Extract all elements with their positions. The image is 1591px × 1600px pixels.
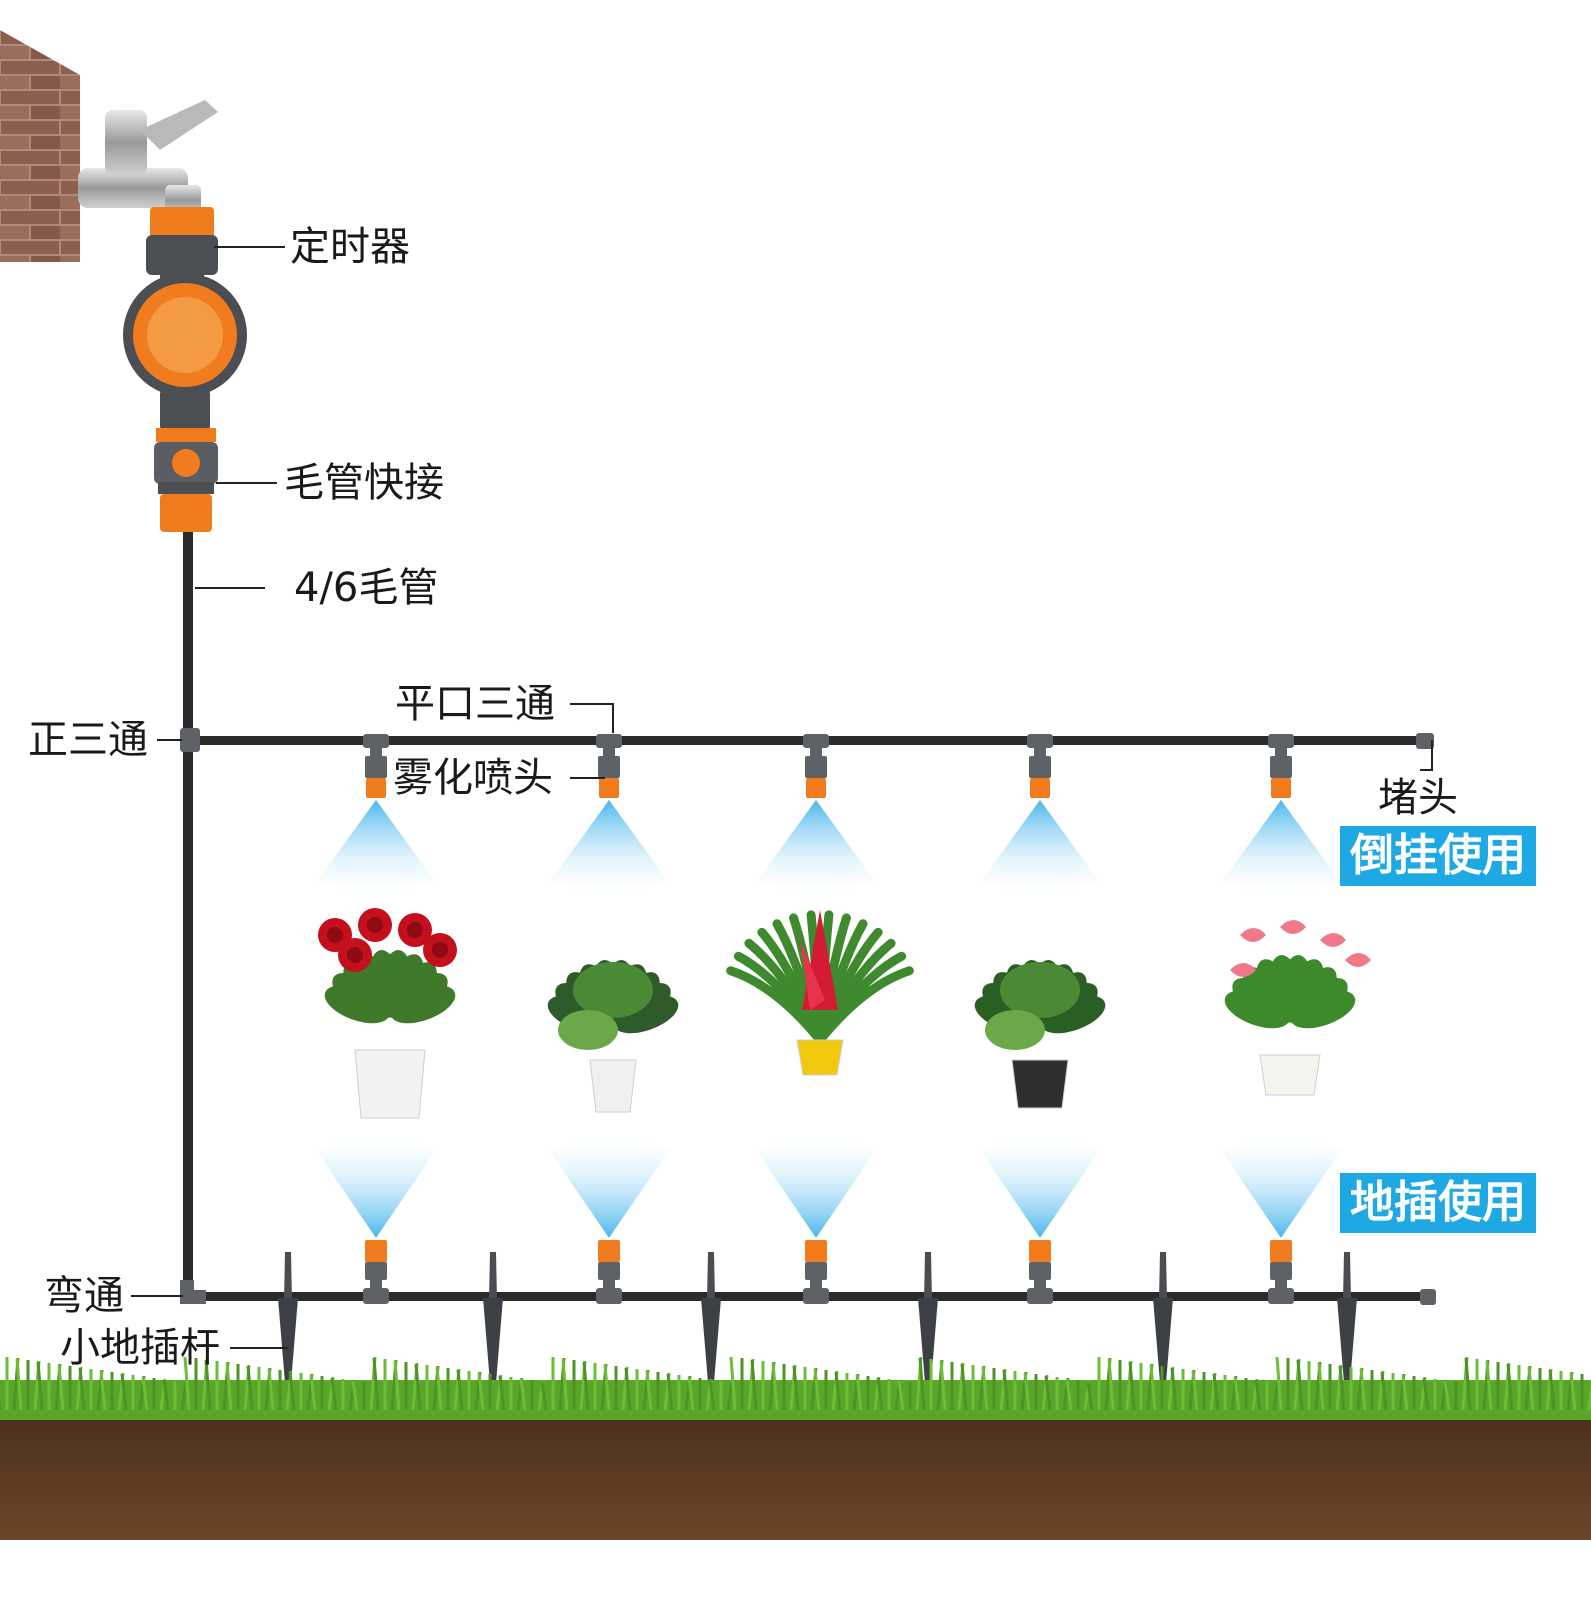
ground-stake-1 (278, 1252, 298, 1395)
ground-stake-label: 小地插杆 (60, 1325, 220, 1371)
mist-spray-down (758, 800, 874, 900)
hanging-nozzle-2 (551, 734, 667, 900)
red-bract-potted-icon (726, 910, 914, 1076)
leader-lines (131, 246, 1433, 1349)
timer-label: 定时器 (290, 224, 410, 270)
mist-nozzle-label: 雾化喷头 (393, 755, 553, 801)
mist-spray-up (1221, 1130, 1341, 1238)
flower-pot (796, 1039, 844, 1076)
hanging-mode-badge: 倒挂使用 (1340, 826, 1536, 887)
hanging-nozzle-1 (318, 734, 434, 900)
ground-stake-3 (701, 1252, 721, 1395)
vertical-pipe (183, 532, 193, 1302)
flower-pot (1259, 1054, 1321, 1096)
end-plug-label: 堵头 (1378, 775, 1458, 821)
end-plug-fitting (1416, 733, 1434, 749)
mist-spray-down (551, 800, 667, 900)
tube-label: 4/6毛管 (294, 565, 439, 611)
ground-stake-4 (918, 1252, 938, 1395)
potted-plants (318, 908, 1371, 1119)
hanging-nozzle-5 (1223, 734, 1339, 900)
elbow-fitting (180, 1280, 206, 1304)
pink-anthurium-potted-icon (1224, 920, 1371, 1096)
mist-spray-up (980, 1130, 1100, 1238)
soil (0, 1408, 1591, 1540)
ground-nozzle-2 (549, 1130, 669, 1304)
end-plug-fitting-lower (1420, 1289, 1436, 1305)
timer-device-icon (123, 207, 247, 532)
ground-nozzle-3 (756, 1130, 876, 1304)
flower-pot (589, 1059, 637, 1113)
ground-stake-5 (1153, 1252, 1173, 1395)
ground-stake-2 (483, 1252, 503, 1395)
ground-stake-6 (1337, 1252, 1357, 1395)
tee-label: 正三通 (28, 717, 148, 763)
ground-nozzle-5 (1221, 1130, 1341, 1304)
ground-nozzles (316, 1130, 1341, 1304)
red-rose-potted-icon (318, 908, 457, 1119)
elbow-label: 弯通 (44, 1273, 124, 1319)
quick-connector-label: 毛管快接 (284, 460, 444, 506)
hanging-nozzle-3 (758, 734, 874, 900)
ground-nozzle-1 (316, 1130, 436, 1304)
ground-nozzle-4 (980, 1130, 1100, 1304)
mist-spray-up (316, 1130, 436, 1238)
mist-spray-down (1223, 800, 1339, 900)
flat-tee-label: 平口三通 (395, 681, 555, 727)
faucet-icon (78, 100, 218, 215)
mist-spray-up (549, 1130, 669, 1238)
hanging-nozzle-4 (982, 734, 1098, 900)
ground (0, 1356, 1591, 1540)
ground-mode-badge: 地插使用 (1340, 1173, 1536, 1234)
variegated-leaf-potted-icon (974, 960, 1106, 1109)
hanging-nozzles (318, 734, 1339, 900)
mist-spray-down (318, 800, 434, 900)
ground-stakes (278, 1252, 1357, 1395)
flower-pot (354, 1049, 426, 1119)
flower-pot (1011, 1059, 1069, 1109)
mist-spray-down (982, 800, 1098, 900)
brick-wall (0, 30, 80, 262)
striped-leaf-potted-icon (547, 960, 679, 1113)
mist-spray-up (756, 1130, 876, 1238)
tee-fitting (180, 728, 200, 752)
